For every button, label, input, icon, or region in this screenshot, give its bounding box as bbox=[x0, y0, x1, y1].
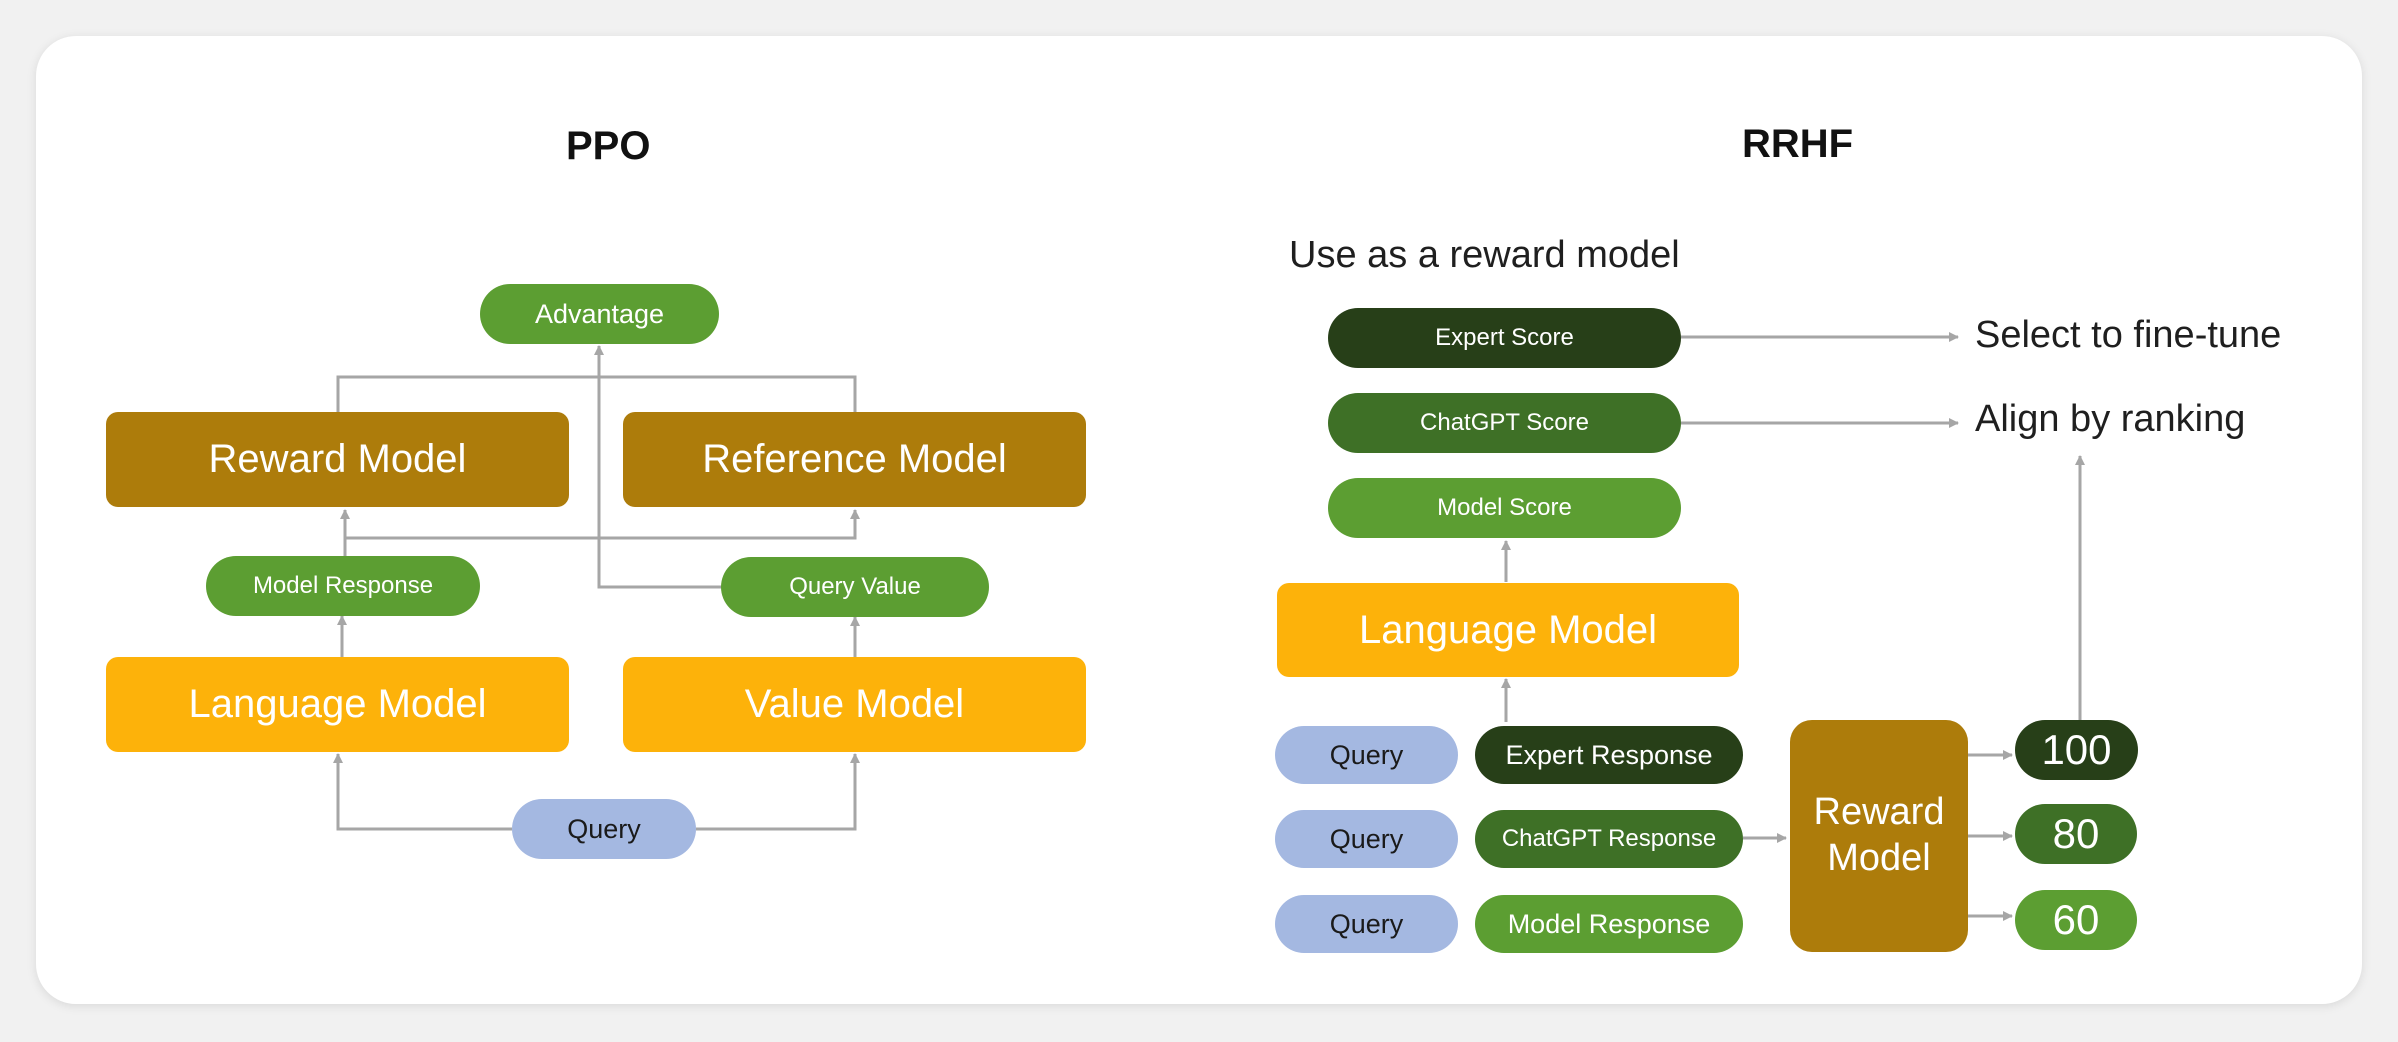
query-node-2: Query bbox=[1275, 810, 1458, 868]
score-100-node: 100 bbox=[2015, 720, 2138, 780]
rrhf-language-model-node: Language Model bbox=[1277, 583, 1739, 677]
score-60-node: 60 bbox=[2015, 890, 2137, 950]
chatgpt-response-node: ChatGPT Response bbox=[1475, 810, 1743, 868]
expert-score-node: Expert Score bbox=[1328, 308, 1681, 368]
ppo-title: PPO bbox=[566, 124, 651, 168]
rrhf-model-response-node: Model Response bbox=[1475, 895, 1743, 953]
reward-model-node: Reward Model bbox=[106, 412, 569, 507]
language-model-node: Language Model bbox=[106, 657, 569, 752]
reference-model-node: Reference Model bbox=[623, 412, 1086, 507]
query-node-1: Query bbox=[1275, 726, 1458, 784]
select-to-fine-tune-label: Select to fine-tune bbox=[1975, 314, 2282, 356]
score-80-node: 80 bbox=[2015, 804, 2137, 864]
align-by-ranking-label: Align by ranking bbox=[1975, 398, 2246, 440]
query-node: Query bbox=[512, 799, 696, 859]
query-node-3: Query bbox=[1275, 895, 1458, 953]
model-response-node: Model Response bbox=[206, 556, 480, 616]
chatgpt-score-node: ChatGPT Score bbox=[1328, 393, 1681, 453]
model-score-node: Model Score bbox=[1328, 478, 1681, 538]
advantage-node: Advantage bbox=[480, 284, 719, 344]
value-model-node: Value Model bbox=[623, 657, 1086, 752]
rrhf-title: RRHF bbox=[1742, 122, 1854, 166]
query-value-node: Query Value bbox=[721, 557, 989, 617]
expert-response-node: Expert Response bbox=[1475, 726, 1743, 784]
diagram-card bbox=[36, 36, 2362, 1004]
reward-note-label: Use as a reward model bbox=[1289, 234, 1680, 276]
rrhf-reward-model-node: Reward Model bbox=[1790, 720, 1968, 952]
